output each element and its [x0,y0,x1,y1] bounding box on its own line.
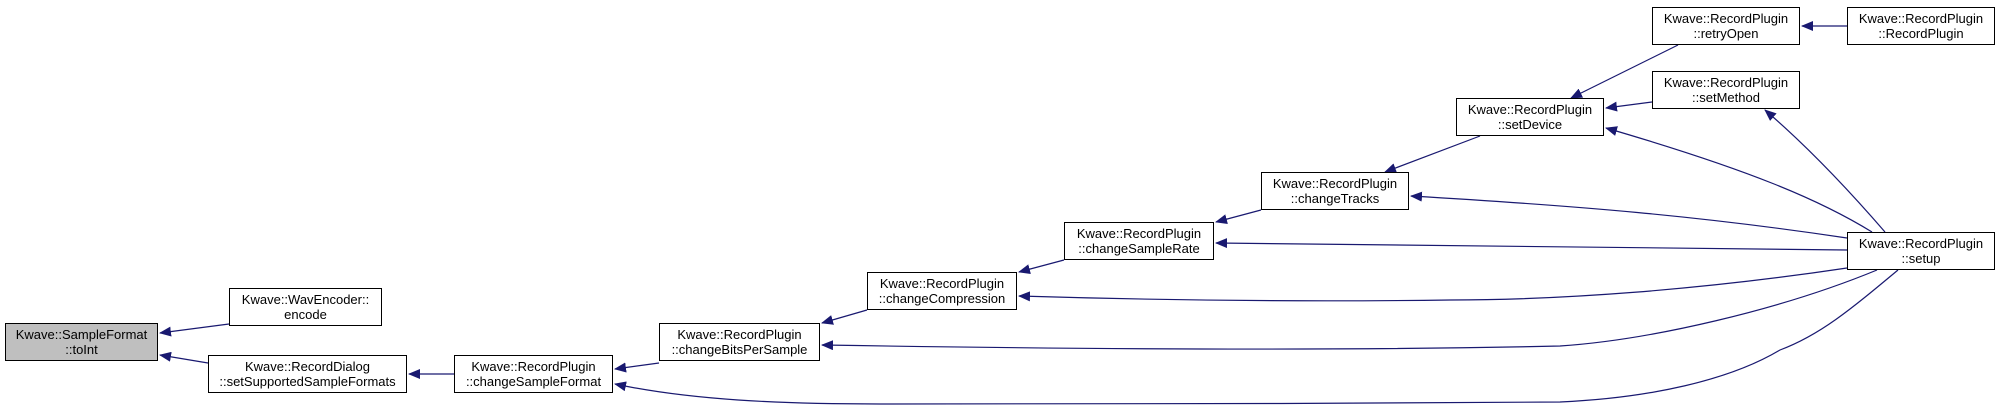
call-edge-chbps-to-chsf [614,362,660,373]
node-recordplugin-changebitspersample[interactable]: Kwave::RecordPlugin ::changeBitsPerSampl… [659,323,820,361]
node-label-line2: encode [284,307,327,322]
node-recordplugin-setup[interactable]: Kwave::RecordPlugin ::setup [1847,232,1995,270]
node-sampleformat-toint: Kwave::SampleFormat ::toInt [5,323,158,361]
node-label-line1: Kwave::RecordPlugin [1272,176,1398,191]
call-edge-chtr-to-chsr [1215,209,1262,224]
node-label-line1: Kwave::RecordPlugin [1467,102,1593,117]
node-label-line2: ::changeSampleRate [1078,241,1200,256]
call-edge-setdev-to-chtr [1384,135,1481,173]
call-edge-retry-to-setdev [1570,44,1679,99]
call-edge-setup-to-setmeth [1764,109,1886,233]
node-label-line2: ::changeCompression [878,291,1006,306]
call-edge-setmeth-to-setdev [1605,101,1653,112]
call-edge-setup-to-chsf [614,269,1899,405]
node-label-line1: Kwave::RecordPlugin [1663,75,1789,90]
node-label-line1: Kwave::RecordPlugin [677,327,802,342]
node-label-line2: ::toInt [65,342,98,357]
call-edge-chsr-to-chcomp [1018,259,1065,274]
node-label-line2: ::retryOpen [1693,26,1759,41]
call-edge-setup-to-chsr [1215,238,1848,251]
node-label-line2: ::setDevice [1497,117,1563,132]
call-edge-setup-to-chtr [1410,191,1848,239]
node-label-line1: Kwave::RecordDialog [244,359,370,374]
node-recordplugin-changesampleformat[interactable]: Kwave::RecordPlugin ::changeSampleFormat [454,355,613,393]
node-recordplugin-changetracks[interactable]: Kwave::RecordPlugin ::changeTracks [1261,172,1409,210]
node-recorddialog-setsupportedsampleformats[interactable]: Kwave::RecordDialog ::setSupportedSample… [208,355,407,393]
call-edge-setup-to-setdev [1605,126,1873,233]
node-label-line1: Kwave::RecordPlugin [1858,11,1984,26]
node-label-line1: Kwave::RecordPlugin [1663,11,1789,26]
call-edge-chcomp-to-chbps [821,309,868,325]
node-label-line1: Kwave::RecordPlugin [879,276,1005,291]
node-recordplugin-retryopen[interactable]: Kwave::RecordPlugin ::retryOpen [1652,7,1800,45]
node-label-line1: Kwave::RecordPlugin [1858,236,1984,251]
node-label-line1: Kwave::WavEncoder:: [241,292,370,307]
node-label-line1: Kwave::RecordPlugin [471,359,596,374]
call-edge-setup-to-chcomp [1018,267,1848,302]
node-recordplugin-recordplugin[interactable]: Kwave::RecordPlugin ::RecordPlugin [1847,7,1995,45]
node-recordplugin-setdevice[interactable]: Kwave::RecordPlugin ::setDevice [1456,98,1604,136]
node-label-line1: Kwave::RecordPlugin [1076,226,1202,241]
node-recordplugin-changesamplerate[interactable]: Kwave::RecordPlugin ::changeSampleRate [1064,222,1214,260]
call-edge-encode-to-toint [159,323,230,337]
node-label-line2: ::changeTracks [1290,191,1380,206]
call-edge-setsupp-to-toint [159,351,209,364]
node-label-line2: ::RecordPlugin [1878,26,1964,41]
call-edge-setup-to-chbps [821,269,1878,351]
node-label-line1: Kwave::SampleFormat [15,327,148,342]
node-label-line2: ::setup [1901,251,1941,266]
node-recordplugin-changecompression[interactable]: Kwave::RecordPlugin ::changeCompression [867,272,1017,310]
node-label-line2: ::setMethod [1692,90,1760,105]
node-label-line2: ::setSupportedSampleFormats [219,374,396,389]
node-label-line2: ::changeSampleFormat [465,374,602,389]
node-wavencoder-encode[interactable]: Kwave::WavEncoder:: encode [229,288,382,326]
node-label-line2: ::changeBitsPerSample [671,342,808,357]
node-recordplugin-setmethod[interactable]: Kwave::RecordPlugin ::setMethod [1652,71,1800,109]
